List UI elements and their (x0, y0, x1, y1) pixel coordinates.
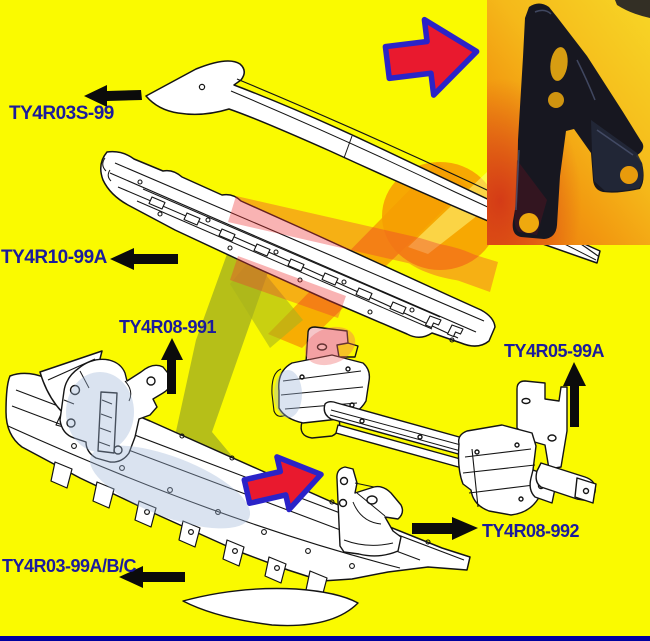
part-number-label: TY4R03-99A/B/C (2, 556, 137, 576)
black-arrows (84, 85, 586, 588)
arrow-right-icon (412, 517, 478, 540)
arrow-left-icon (119, 566, 185, 588)
red-arrow-right-icon (382, 16, 480, 98)
bolt-holes (137, 179, 455, 343)
slot-row (148, 196, 464, 338)
part-number-label: TY4R05-99A (504, 341, 605, 361)
bottom-border (0, 636, 650, 641)
part-photo (487, 0, 650, 245)
part-number-label: TY4R08-991 (119, 317, 217, 337)
arrow-left-icon (84, 85, 142, 107)
part-number-label: TY4R10-99A (1, 247, 107, 268)
drawing-upper-reinforcement (100, 150, 496, 347)
part-number-label: TY4R03S-99 (9, 103, 114, 124)
drawing-bracket-992 (336, 466, 404, 557)
drawing-small-bracket-991 (59, 358, 173, 463)
arrow-up-icon (161, 338, 183, 394)
arrow-up-icon (563, 362, 586, 427)
arrow-left-icon (110, 248, 178, 270)
bracket-highlights (515, 9, 634, 211)
bracket-photo-shape (512, 0, 650, 239)
drawing-impact-bar-assembly (271, 326, 597, 516)
watermark-tint-overlays (66, 196, 498, 529)
red-arrow-right-icon (241, 454, 324, 513)
red-arrows (241, 16, 480, 513)
part-photo-art (487, 0, 650, 245)
part-number-label: TY4R08-992 (482, 521, 580, 541)
